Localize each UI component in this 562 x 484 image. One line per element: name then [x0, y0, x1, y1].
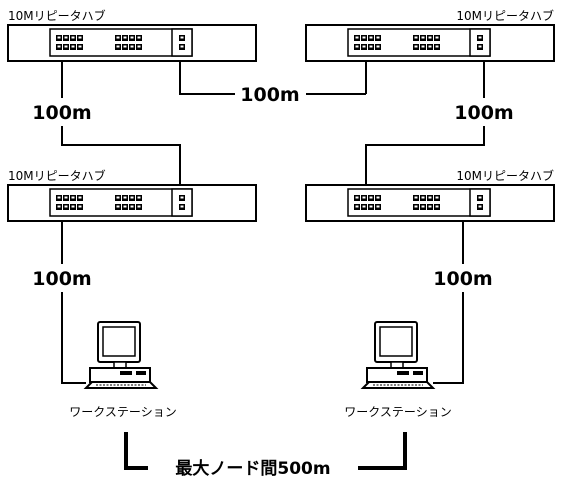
distance-right-lower: 100m	[433, 268, 492, 290]
cable-hub1-hub3	[61, 126, 181, 200]
workstation-left-icon	[85, 321, 157, 389]
cable-hub1-hub2	[179, 58, 235, 95]
distance-right-upper: 100m	[454, 102, 513, 124]
max-node-distance-label: 最大ノード間500m	[175, 458, 330, 479]
hub-top-left: 10Mリピータハブ	[8, 8, 256, 61]
distance-left-upper: 100m	[32, 102, 91, 124]
hub-top-left-label: 10Mリピータハブ	[8, 8, 106, 23]
workstation-left-label: ワークステーション	[69, 405, 176, 419]
hub-top-right: 10Mリピータハブ	[306, 8, 554, 61]
hub-bottom-right-label: 10Mリピータハブ	[456, 168, 554, 183]
distance-left-lower: 100m	[32, 268, 91, 290]
cable-hub4-ws-b	[433, 292, 464, 384]
cables	[61, 56, 485, 470]
max-length-bracket-left	[124, 432, 148, 470]
hub-bottom-right: 10Mリピータハブ	[306, 168, 554, 221]
workstation-left: ワークステーション	[69, 321, 177, 419]
hub-bottom-left: 10Mリピータハブ	[8, 168, 256, 221]
workstation-right-icon	[362, 321, 434, 389]
cable-hub3-ws-b	[61, 292, 86, 384]
max-length-bracket-right	[358, 432, 407, 470]
hub-bottom-left-label: 10Mリピータハブ	[8, 168, 106, 183]
cable-hub2-hub4	[365, 126, 485, 200]
workstation-right: ワークステーション	[344, 321, 452, 419]
distance-top-link: 100m	[240, 84, 299, 106]
workstation-right-label: ワークステーション	[344, 405, 451, 419]
hub-top-right-label: 10Mリピータハブ	[456, 8, 554, 23]
